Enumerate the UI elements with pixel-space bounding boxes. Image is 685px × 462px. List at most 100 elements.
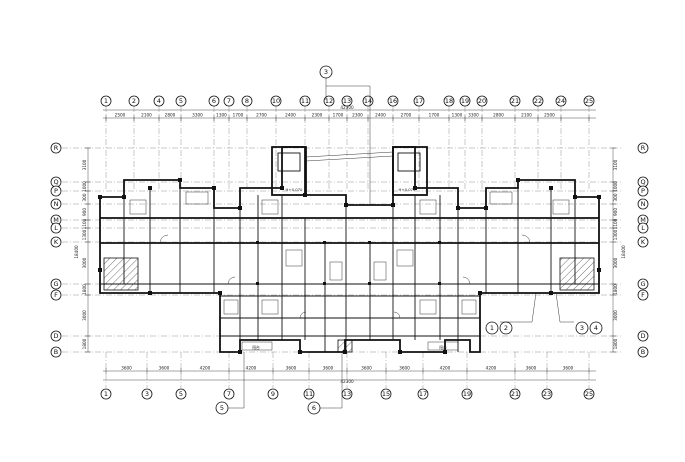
axis-bubble-bottom-7: 7 <box>223 388 235 400</box>
bottom-dimension-text: 4200 <box>246 366 257 371</box>
svg-text:10: 10 <box>272 97 280 105</box>
left-dimension-text: 1000 <box>82 181 87 192</box>
elevation-right-label: H+0.070 <box>399 187 416 192</box>
axis-bubble-right-K: K <box>637 236 649 248</box>
axis-bubble-left-Q: Q <box>50 176 62 188</box>
right-dimension-text: 300 <box>613 193 618 201</box>
right-dimension-text: 900 <box>613 208 618 216</box>
axis-bubble-bottom-5: 5 <box>175 388 187 400</box>
right-dimension-text: 3100 <box>613 159 618 170</box>
section-callout-right-c: 3 <box>575 321 589 335</box>
top-dimension-text: 1300 <box>452 113 463 118</box>
dimension-lines <box>85 109 616 381</box>
top-dimension-text: 2400 <box>375 113 386 118</box>
axis-bubble-top-10: 10 <box>270 95 282 107</box>
svg-text:3: 3 <box>145 390 149 398</box>
elevation-left-label: H+0.070 <box>286 187 303 192</box>
right-dimension-text: 3000 <box>613 257 618 268</box>
left-dimension-text: 1100 <box>82 218 87 229</box>
svg-text:21: 21 <box>511 390 519 398</box>
svg-text:G: G <box>640 280 645 288</box>
svg-text:M: M <box>53 216 59 224</box>
bottom-total-dimension: 42300 <box>340 379 354 384</box>
axis-bubble-top-19: 19 <box>459 95 471 107</box>
svg-text:Q: Q <box>640 178 645 186</box>
top-dimension-text: 2800 <box>493 113 504 118</box>
svg-text:1: 1 <box>490 324 494 332</box>
axis-bubble-left-B: B <box>50 346 62 358</box>
axis-bubble-right-R: R <box>637 142 649 154</box>
top-dimension-text: 2500 <box>115 113 126 118</box>
svg-text:23: 23 <box>543 390 551 398</box>
axis-bubble-left-R: R <box>50 142 62 154</box>
section-callout-right-a: 1 <box>485 321 499 335</box>
svg-text:F: F <box>641 291 645 299</box>
svg-text:11: 11 <box>305 390 313 398</box>
bottom-dimension-text: 3600 <box>121 366 132 371</box>
svg-text:13: 13 <box>343 390 351 398</box>
svg-text:4: 4 <box>157 97 161 105</box>
bottom-dimension-text: 3600 <box>323 366 334 371</box>
right-total-dimension: 18400 <box>621 245 626 259</box>
svg-text:P: P <box>54 187 58 195</box>
svg-text:25: 25 <box>585 390 593 398</box>
axis-bubble-top-4: 4 <box>153 95 165 107</box>
left-dimension-text: 3000 <box>82 310 87 321</box>
svg-text:Q: Q <box>53 178 58 186</box>
axis-bubble-top-18: 18 <box>443 95 455 107</box>
axis-bubble-top-24: 24 <box>555 95 567 107</box>
bottom-dimension-text: 3600 <box>286 366 297 371</box>
axis-bubble-top-12: 12 <box>323 95 335 107</box>
axis-bubble-top-13: 13 <box>341 95 353 107</box>
right-dimension-text: 3000 <box>613 310 618 321</box>
axis-bubble-top-17: 17 <box>413 95 425 107</box>
svg-text:P: P <box>641 187 645 195</box>
axis-bubble-right-Q: Q <box>637 176 649 188</box>
axis-bubble-bottom-17: 17 <box>417 388 429 400</box>
axis-bubble-right-B: B <box>637 346 649 358</box>
top-dimension-text: 2700 <box>256 113 267 118</box>
section-callout-bottom-b: 6 <box>307 401 321 415</box>
svg-text:20: 20 <box>478 97 486 105</box>
svg-text:19: 19 <box>463 390 471 398</box>
svg-text:6: 6 <box>212 97 216 105</box>
top-total-dimension: 42300 <box>340 105 354 110</box>
axis-bubble-bottom-19: 19 <box>461 388 473 400</box>
right-dimension-text: 1000 <box>613 181 618 192</box>
svg-text:17: 17 <box>415 97 423 105</box>
svg-text:21: 21 <box>511 97 519 105</box>
svg-text:N: N <box>641 200 646 208</box>
axis-bubble-bottom-23: 23 <box>541 388 553 400</box>
left-dimension-text: 300 <box>82 193 87 201</box>
svg-text:22: 22 <box>534 97 542 105</box>
bottom-dimension-text: 4200 <box>440 366 451 371</box>
axis-bubble-bottom-1: 1 <box>100 388 112 400</box>
axis-bubble-right-L: L <box>637 222 649 234</box>
right-dimension-text: 1800 <box>613 284 618 295</box>
svg-text:4: 4 <box>594 324 598 332</box>
svg-text:19: 19 <box>461 97 469 105</box>
axis-bubble-top-8: 8 <box>241 95 253 107</box>
top-dimension-text: 1300 <box>216 113 227 118</box>
top-dimension-text: 2300 <box>352 113 363 118</box>
svg-text:7: 7 <box>227 390 231 398</box>
right-dimension-text: 1800 <box>613 338 618 349</box>
svg-text:15: 15 <box>382 390 390 398</box>
svg-text:M: M <box>640 216 646 224</box>
svg-text:R: R <box>641 144 646 152</box>
left-dimension-text: 900 <box>82 208 87 216</box>
balcony-right-label: 阳台 <box>439 345 447 350</box>
axis-bubble-right-G: G <box>637 278 649 290</box>
right-dimension-text: 1300 <box>613 229 618 240</box>
svg-text:G: G <box>53 280 58 288</box>
left-total-dimension: 18400 <box>74 245 79 259</box>
axis-bubble-right-P: P <box>637 185 649 197</box>
svg-text:17: 17 <box>419 390 427 398</box>
axis-bubble-left-L: L <box>50 222 62 234</box>
svg-text:24: 24 <box>557 97 565 105</box>
svg-text:L: L <box>641 224 645 232</box>
balcony-left-label: 阳台 <box>252 345 260 350</box>
top-dimension-text: 2300 <box>312 113 323 118</box>
